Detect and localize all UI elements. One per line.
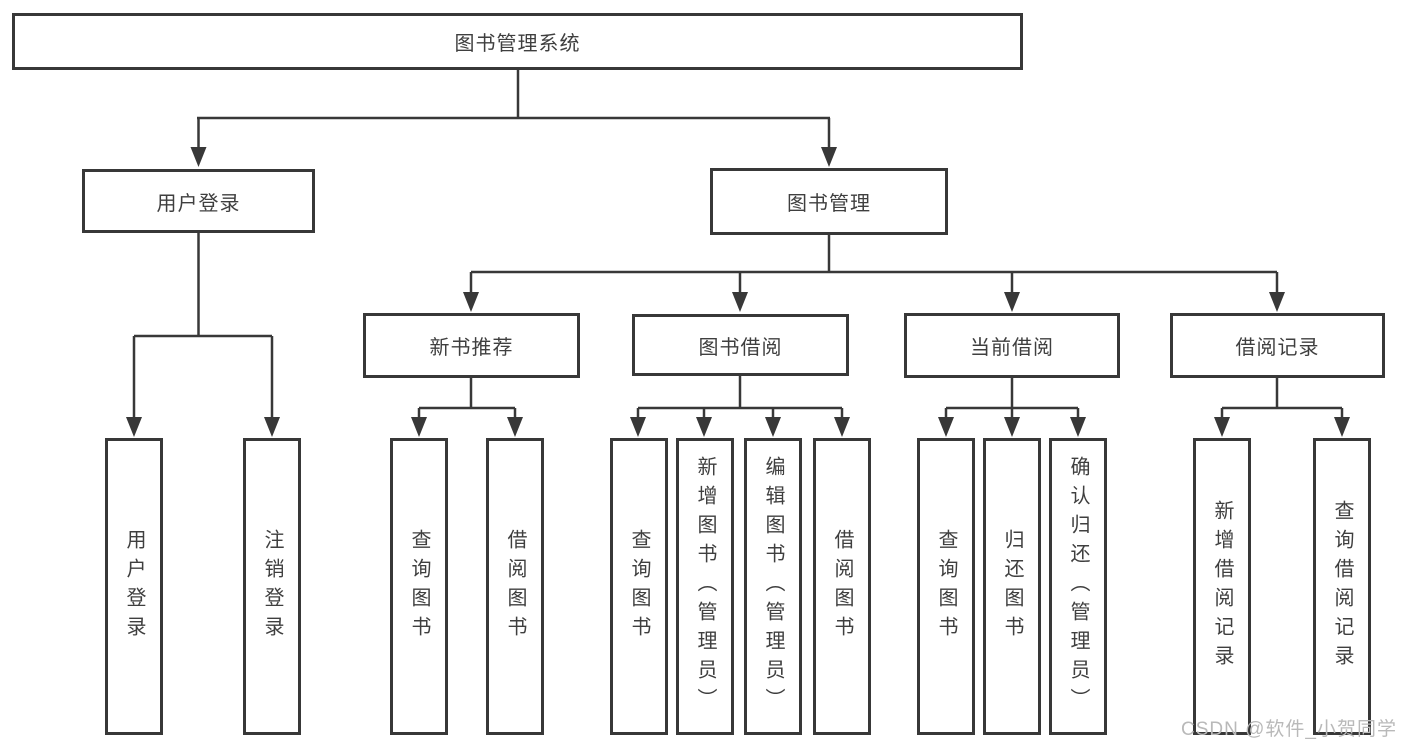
leaf-return-books-label: 归还图书	[1001, 528, 1023, 645]
leaf-edit-books-admin-label: 编辑图书（管理员）	[762, 456, 784, 717]
node-book-borrowing-label: 图书借阅	[698, 336, 783, 359]
leaf-borrow-books: 借阅图书	[813, 438, 871, 735]
node-current-borrowing: 当前借阅	[904, 313, 1120, 378]
node-root-system: 图书管理系统	[12, 13, 1023, 70]
leaf-borrow-query-books-label: 查询图书	[628, 528, 650, 645]
node-root-label: 图书管理系统	[454, 33, 581, 55]
node-user-login: 用户登录	[82, 169, 315, 233]
leaf-logout: 注销登录	[243, 438, 301, 735]
leaf-logout-label: 注销登录	[261, 528, 283, 645]
leaf-user-login: 用户登录	[105, 438, 163, 735]
connector-root-to-level2	[190, 69, 837, 167]
leaf-newbook-borrow-books: 借阅图书	[486, 438, 544, 735]
leaf-add-borrow-record: 新增借阅记录	[1193, 438, 1251, 735]
connector-user-login-to-leaves	[126, 233, 280, 437]
node-current-borrowing-label: 当前借阅	[970, 337, 1054, 359]
leaf-edit-books-admin: 编辑图书（管理员）	[744, 438, 802, 735]
leaf-query-borrow-record: 查询借阅记录	[1313, 438, 1371, 735]
connector-new-book-to-leaves	[411, 378, 523, 437]
leaf-add-books-admin: 新增图书（管理员）	[676, 438, 734, 735]
node-book-borrowing: 图书借阅	[632, 314, 849, 376]
csdn-watermark: CSDN @软件_小贺同学	[1181, 719, 1397, 740]
connector-borrow-record-to-leaves	[1214, 378, 1350, 437]
leaf-add-borrow-record-label: 新增借阅记录	[1211, 499, 1233, 674]
node-book-management: 图书管理	[710, 168, 948, 235]
node-borrowing-records-label: 借阅记录	[1235, 337, 1320, 359]
leaf-user-login-label: 用户登录	[123, 528, 145, 645]
leaf-return-books: 归还图书	[983, 438, 1041, 735]
connector-book-mgmt-to-level3	[463, 235, 1285, 312]
leaf-add-books-admin-label: 新增图书（管理员）	[694, 456, 716, 717]
leaf-current-query-books: 查询图书	[917, 438, 975, 735]
leaf-newbook-query-books-label: 查询图书	[408, 528, 430, 645]
leaf-newbook-borrow-books-label: 借阅图书	[504, 528, 526, 645]
leaf-current-query-books-label: 查询图书	[935, 528, 957, 645]
leaf-borrow-books-label: 借阅图书	[831, 528, 853, 645]
connector-current-borrow-to-leaves	[938, 378, 1086, 437]
node-new-book-recommend-label: 新书推荐	[429, 337, 514, 359]
leaf-confirm-return-admin: 确认归还（管理员）	[1049, 438, 1107, 735]
node-new-book-recommend: 新书推荐	[363, 313, 580, 378]
connector-book-borrow-to-leaves	[630, 376, 850, 437]
node-borrowing-records: 借阅记录	[1170, 313, 1385, 378]
leaf-newbook-query-books: 查询图书	[390, 438, 448, 735]
leaf-confirm-return-admin-label: 确认归还（管理员）	[1067, 456, 1089, 717]
node-user-login-label: 用户登录	[156, 192, 241, 215]
leaf-query-borrow-record-label: 查询借阅记录	[1331, 499, 1353, 674]
node-book-management-label: 图书管理	[787, 193, 871, 215]
leaf-borrow-query-books: 查询图书	[610, 438, 668, 735]
